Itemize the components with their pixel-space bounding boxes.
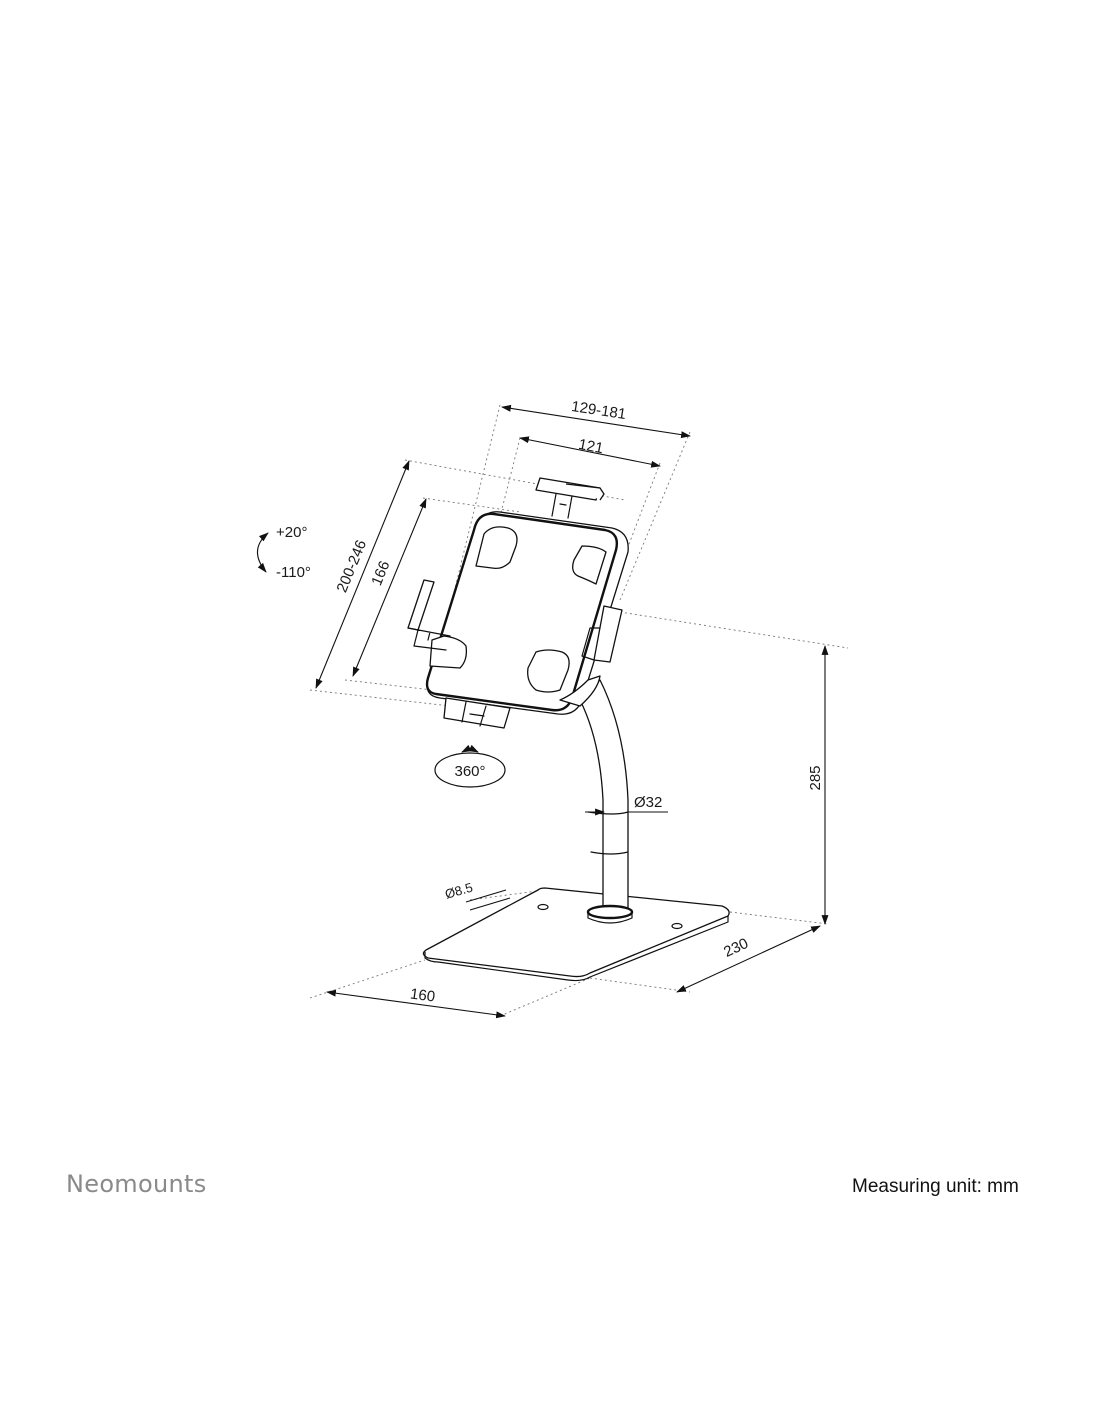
- pole-diameter-label: Ø32: [634, 794, 662, 811]
- dimension-lines: [315, 404, 829, 1019]
- base-plate: [422, 887, 730, 982]
- tilt-down-label: -110°: [276, 564, 311, 581]
- brand-logo: Neomounts: [66, 1170, 207, 1198]
- dim-height-range-label: 200-246: [334, 538, 371, 595]
- tilt-up-label: +20°: [276, 524, 307, 541]
- tilt-symbol: [256, 532, 269, 573]
- dim-width-inner-label: 121: [577, 436, 605, 457]
- dim-base-width-label: 160: [409, 985, 436, 1005]
- dim-base-depth-label: 230: [721, 935, 751, 961]
- dim-height-inner-label: 166: [368, 558, 393, 588]
- hole-diameter-label: Ø8.5: [443, 880, 474, 902]
- rotate-360-label: 360°: [454, 763, 485, 780]
- tablet-holder: [407, 477, 629, 729]
- pole: [579, 679, 634, 924]
- dim-total-height-label: 285: [807, 765, 824, 790]
- rotate-360-symbol: [434, 744, 506, 788]
- measuring-unit-note: Measuring unit: mm: [852, 1176, 1019, 1197]
